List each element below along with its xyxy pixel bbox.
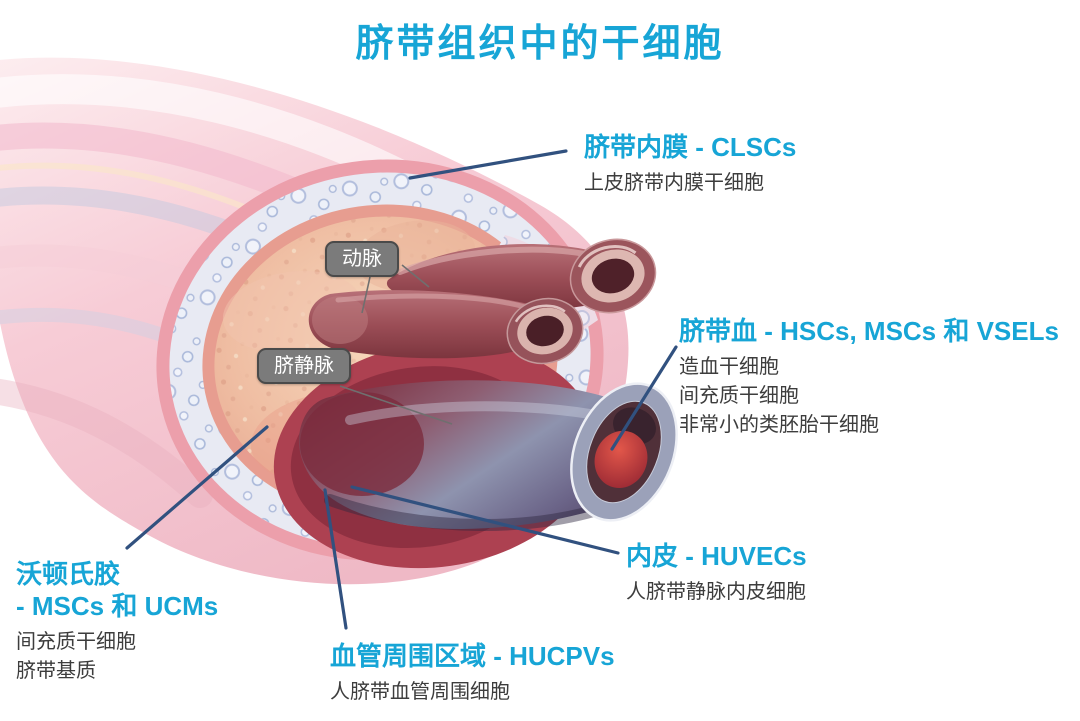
cord-blood-heading: 脐带血 - HSCs, MSCs 和 VSELs [679, 316, 1059, 346]
callout-cord-lining: 脐带内膜 - CLSCs 上皮脐带内膜干细胞 [584, 132, 796, 198]
page-title: 脐带组织中的干细胞 [355, 23, 725, 65]
callout-endothelium: 内皮 - HUVECs 人脐带静脉内皮细胞 [626, 541, 807, 607]
artery-tag: 动脉 [325, 241, 399, 277]
cord-lining-heading: 脐带内膜 - CLSCs [584, 132, 797, 162]
tag-pointer-lines [339, 264, 453, 425]
vein-tag: 脐静脉 [257, 348, 351, 384]
whartons-jelly-description: 间充质干细胞 脐带基质 [16, 628, 218, 686]
whartons-jelly-heading-line2: - MSCs 和 UCMs [16, 591, 219, 621]
cord-lining-description: 上皮脐带内膜干细胞 [584, 172, 764, 194]
callout-whartons-jelly: 沃顿氏胶 - MSCs 和 UCMs 间充质干细胞 脐带基质 [16, 558, 218, 686]
artery-lower [308, 290, 584, 365]
umbilical-vein [298, 380, 678, 531]
whartons-jelly-line-1: 间充质干细胞 [16, 631, 136, 653]
cord-blood-line-1: 造血干细胞 [679, 356, 779, 378]
callout-cord-blood: 脐带血 - HSCs, MSCs 和 VSELs 造血干细胞 间充质干细胞 非常… [679, 316, 1059, 440]
cord-blood-line-3: 非常小的类胚胎干细胞 [679, 414, 879, 436]
leader-lines [125, 149, 678, 630]
cord-blood-description: 造血干细胞 间充质干细胞 非常小的类胚胎干细胞 [679, 353, 1059, 440]
cord-blood-line-2: 间充质干细胞 [679, 385, 799, 407]
whartons-jelly-line-2: 脐带基质 [16, 660, 96, 682]
whartons-jelly-heading-line1: 沃顿氏胶 [16, 559, 121, 589]
endothelium-description: 人脐带静脉内皮细胞 [626, 581, 806, 603]
perivascular-heading: 血管周围区域 - HUCPVs [330, 641, 615, 671]
endothelium-heading: 内皮 - HUVECs [626, 541, 807, 571]
callout-perivascular: 血管周围区域 - HUCPVs 人脐带血管周围细胞 [330, 641, 615, 707]
perivascular-description: 人脐带血管周围细胞 [330, 681, 510, 703]
